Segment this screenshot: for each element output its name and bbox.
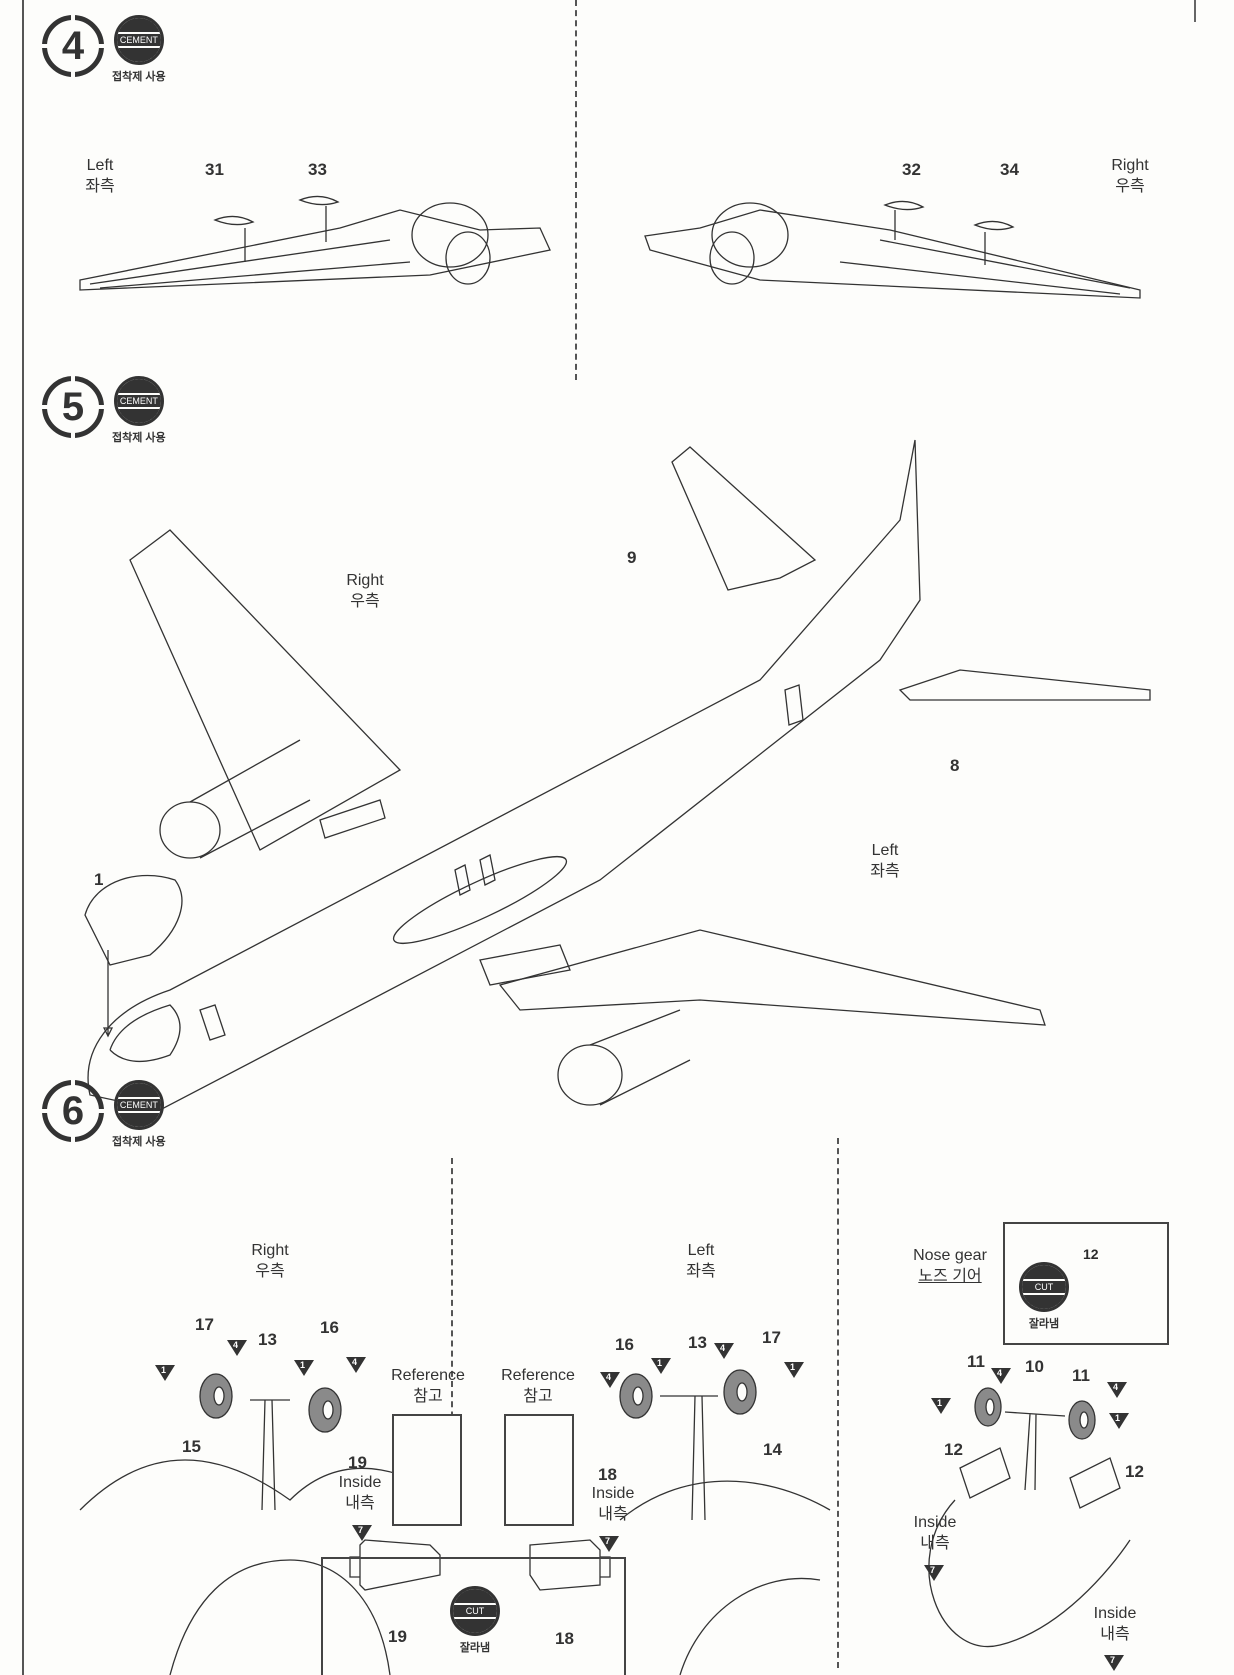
color-ref-marker: 4 bbox=[227, 1340, 247, 1356]
reference-box-right bbox=[392, 1414, 462, 1526]
color-ref-marker: 7 bbox=[352, 1525, 372, 1541]
part-number: 17 bbox=[195, 1315, 214, 1334]
part-number: 31 bbox=[205, 160, 224, 179]
cement-badge: CEMENT 접착제 사용 bbox=[112, 15, 166, 84]
part-number: 1 bbox=[94, 870, 104, 889]
part-number: 11 bbox=[1072, 1366, 1090, 1385]
part-number: 8 bbox=[950, 756, 960, 775]
part-number: 12 bbox=[944, 1440, 963, 1459]
reference-box-left bbox=[504, 1414, 574, 1526]
badge-note: 잘라냄 bbox=[459, 1642, 491, 1654]
part-number: 18 bbox=[598, 1465, 617, 1484]
color-ref-marker: 7 bbox=[599, 1536, 619, 1552]
color-ref-marker: 4 bbox=[991, 1368, 1011, 1384]
step6-divider-1 bbox=[451, 1158, 453, 1458]
color-ref-marker: 1 bbox=[651, 1358, 671, 1374]
part-number: 17 bbox=[762, 1328, 781, 1347]
step5-tail-parts-drawing bbox=[84, 446, 1151, 1038]
step6-right-gear-drawing bbox=[79, 1373, 451, 1675]
color-ref-marker: 1 bbox=[1109, 1413, 1129, 1429]
step4-left-wing-drawing bbox=[79, 195, 551, 291]
cut-icon: CUT bbox=[1022, 1281, 1066, 1293]
color-ref-marker: 4 bbox=[714, 1343, 734, 1359]
step-number: 6 bbox=[41, 1079, 105, 1143]
color-ref-marker: 7 bbox=[924, 1565, 944, 1581]
step-number: 5 bbox=[41, 375, 105, 439]
part-number: 15 bbox=[182, 1437, 201, 1456]
part-number: 14 bbox=[763, 1440, 782, 1459]
part-number: 13 bbox=[688, 1333, 707, 1352]
step-number: 4 bbox=[41, 14, 105, 78]
badge-note: 접착제 사용 bbox=[112, 432, 166, 444]
step5-fuselage-drawing bbox=[87, 439, 921, 1111]
step5-left-wing-drawing bbox=[479, 929, 1046, 1106]
badge-note: 접착제 사용 bbox=[112, 1136, 166, 1148]
cut-icon: CUT bbox=[453, 1605, 497, 1617]
badge-note: 접착제 사용 bbox=[112, 71, 166, 83]
step-5-header: 5 CEMENT 접착제 사용 bbox=[41, 375, 166, 445]
part-number: 13 bbox=[258, 1330, 277, 1349]
page-border-left bbox=[22, 0, 24, 1675]
part-number: 34 bbox=[1000, 160, 1019, 179]
color-ref-marker: 4 bbox=[600, 1372, 620, 1388]
color-ref-marker: 1 bbox=[931, 1398, 951, 1414]
cut-badge: CUT 잘라냄 bbox=[450, 1586, 500, 1655]
part-number: 9 bbox=[627, 548, 637, 567]
part-number: 16 bbox=[615, 1335, 634, 1354]
step4-right-wing-drawing bbox=[644, 200, 1141, 299]
nose-gear-cut-box: 12 CUT 잘라냄 bbox=[1003, 1222, 1169, 1345]
color-ref-marker: 1 bbox=[784, 1362, 804, 1378]
color-ref-marker: 7 bbox=[1104, 1655, 1124, 1671]
step-4-header: 4 CEMENT 접착제 사용 bbox=[41, 14, 166, 84]
part-number: 10 bbox=[1025, 1357, 1044, 1376]
cement-icon: CEMENT bbox=[116, 34, 161, 46]
cement-icon: CEMENT bbox=[116, 395, 161, 407]
part-number: 32 bbox=[902, 160, 921, 179]
part-number: 12 bbox=[1125, 1462, 1144, 1481]
cut-badge: CUT 잘라냄 bbox=[1019, 1262, 1069, 1331]
part-number: 16 bbox=[320, 1318, 339, 1337]
part-number: 18 bbox=[555, 1629, 574, 1648]
step6-divider-2 bbox=[837, 1138, 839, 1668]
color-ref-marker: 4 bbox=[346, 1357, 366, 1373]
part-number: 11 bbox=[967, 1352, 985, 1371]
color-ref-marker: 1 bbox=[155, 1365, 175, 1381]
page-border-right bbox=[1194, 0, 1196, 22]
part-number: 33 bbox=[308, 160, 327, 179]
part-number: 12 bbox=[1083, 1246, 1099, 1262]
cement-badge: CEMENT 접착제 사용 bbox=[112, 376, 166, 445]
step4-divider bbox=[575, 0, 577, 380]
cement-badge: CEMENT 접착제 사용 bbox=[112, 1080, 166, 1149]
step-6-header: 6 CEMENT 접착제 사용 bbox=[41, 1079, 166, 1149]
part-number: 19 bbox=[388, 1627, 407, 1646]
color-ref-marker: 4 bbox=[1107, 1382, 1127, 1398]
cement-icon: CEMENT bbox=[116, 1099, 161, 1111]
part-number: 19 bbox=[348, 1453, 367, 1472]
gear-door-cut-box: 19 18 CUT 잘라냄 bbox=[321, 1557, 626, 1675]
color-ref-marker: 1 bbox=[294, 1360, 314, 1376]
step5-right-wing-drawing bbox=[129, 529, 402, 859]
step6-left-gear-drawing bbox=[619, 1369, 831, 1675]
step6-nose-gear-drawing bbox=[928, 1241, 1146, 1648]
badge-note: 잘라냄 bbox=[1028, 1318, 1060, 1330]
